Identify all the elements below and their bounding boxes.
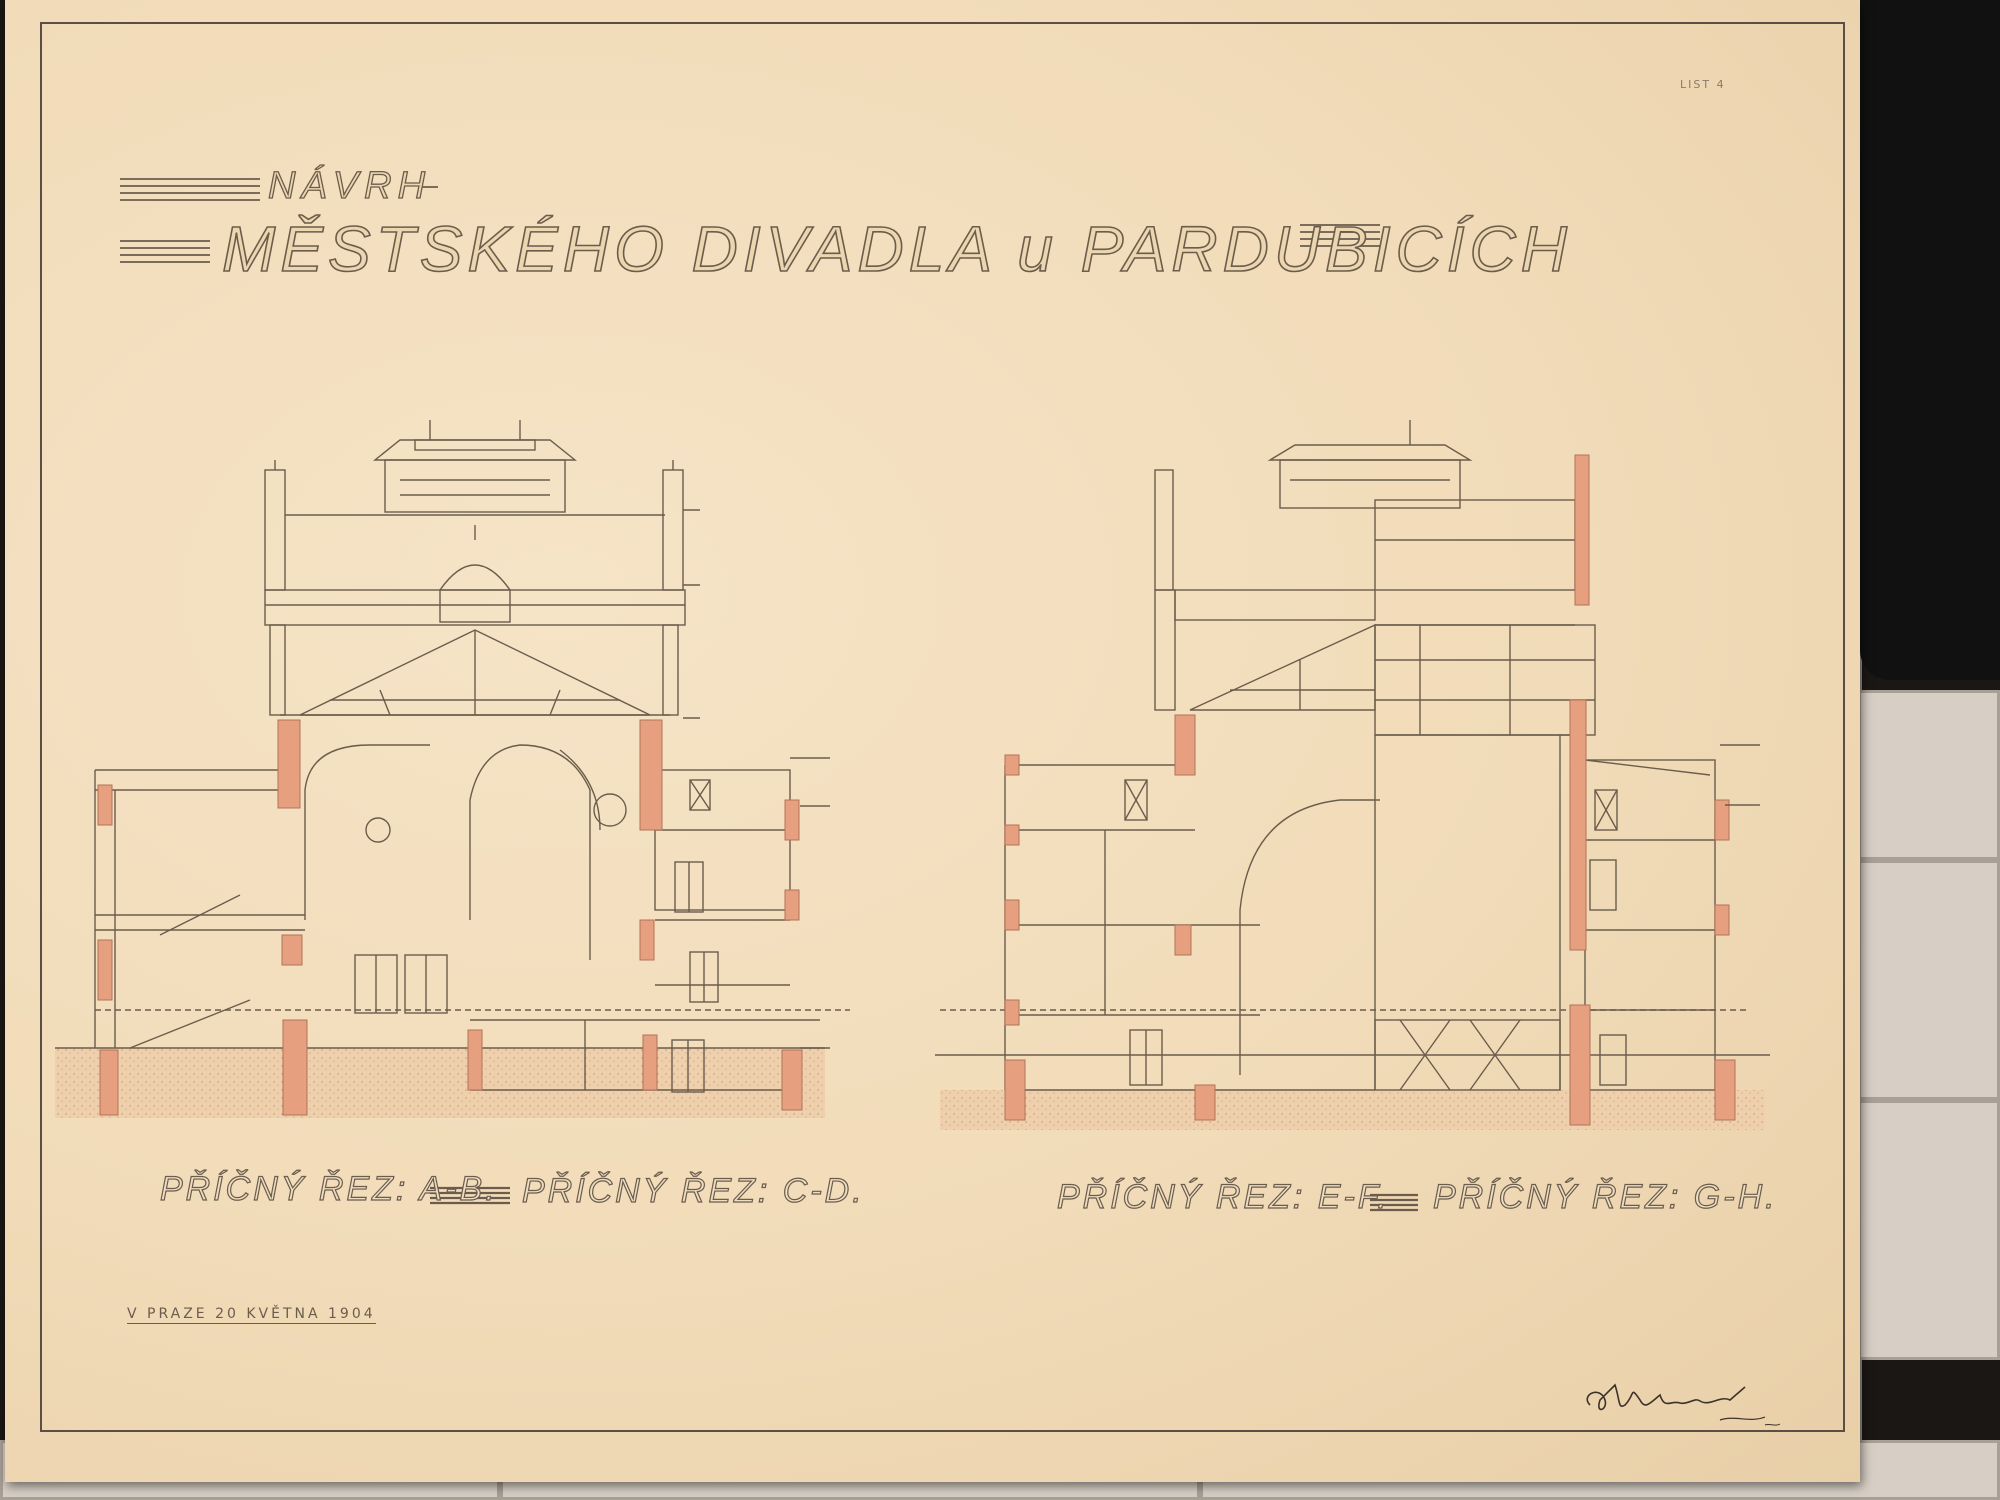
title-dash [418,186,438,193]
title-hatch [120,240,210,268]
floor-tile [1858,860,2000,1100]
floor-tile [1858,1100,2000,1360]
caption-hatch [430,1186,1418,1212]
architect-signature [1586,1383,1781,1426]
sheet-number: LIST 4 [1680,78,1726,91]
section-label-c-d: PŘÍČNÝ ŘEZ: C-D. [521,1171,865,1210]
title-hatch [120,178,260,206]
floor-tile [1858,690,2000,860]
title-hatch [1300,224,1380,252]
drawing-sheet [5,0,1860,1482]
dark-object [1860,0,2000,680]
section-label-a-b: PŘÍČNÝ ŘEZ: A-B. [159,1169,498,1208]
title-line-2: MĚSTSKÉHO DIVADLA u PARDUBICÍCH [221,212,1572,286]
sheet-border [40,22,1845,1432]
section-a-b-c-d-drawing [55,420,850,1118]
section-label-g-h: PŘÍČNÝ ŘEZ: G-H. [1432,1177,1778,1216]
title-line-1: NÁVRH [267,164,432,207]
place-and-date: V PRAZE 20 KVĚTNA 1904 [127,1306,376,1324]
section-label-e-f: PŘÍČNÝ ŘEZ: E-F. [1056,1177,1390,1216]
section-e-f-g-h-drawing [935,420,1770,1130]
